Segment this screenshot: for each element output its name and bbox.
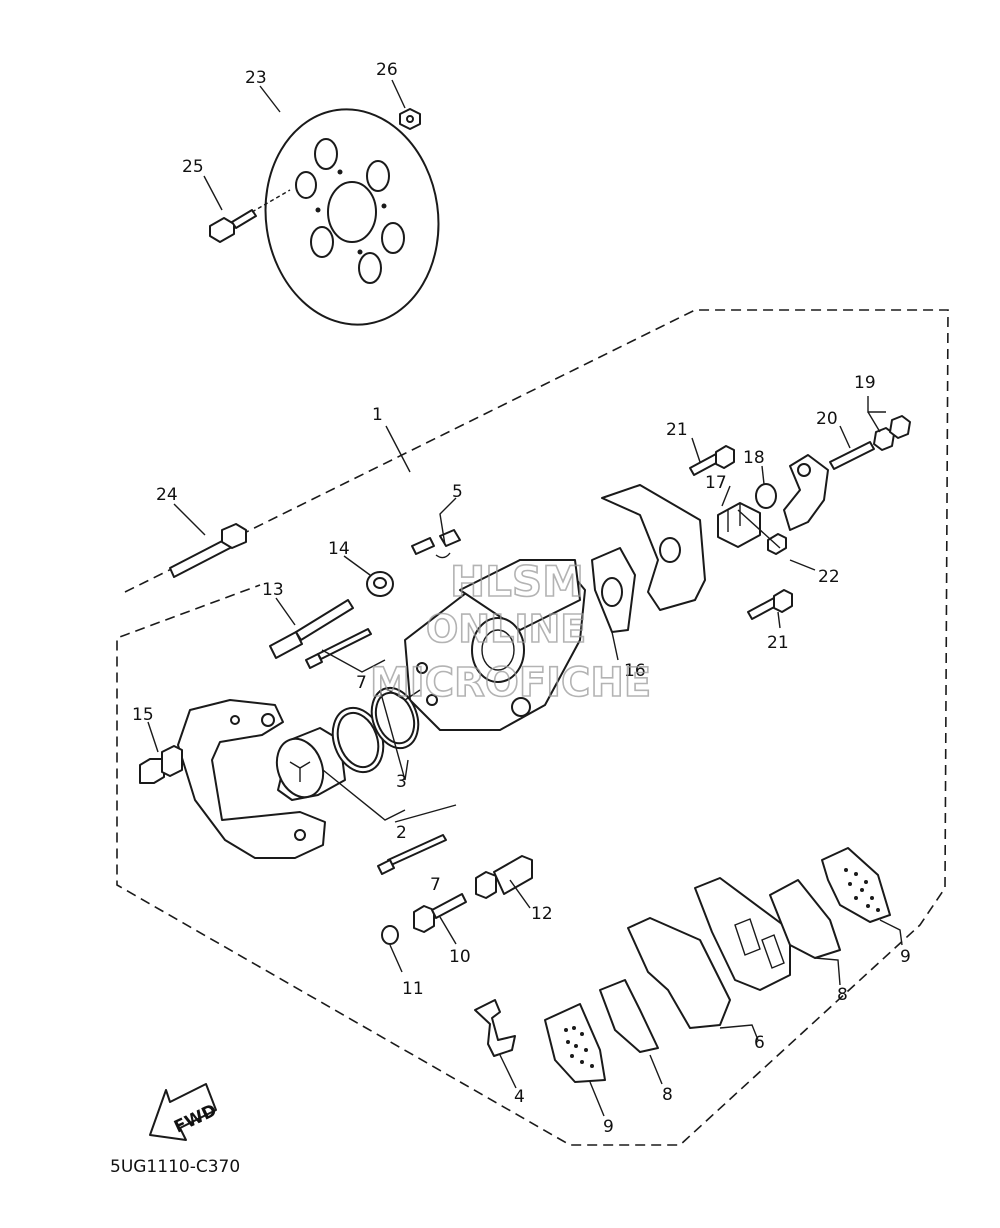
leader-lines — [147, 79, 903, 1117]
slide-pin — [269, 599, 354, 659]
pad-shim-left — [599, 979, 659, 1053]
disc-bolt — [209, 189, 291, 243]
assembly-outline — [116, 309, 949, 1146]
callout-3: 3 — [396, 772, 407, 792]
bushing — [366, 571, 394, 597]
bleed-screw — [411, 529, 461, 559]
pad-shim-right — [769, 879, 841, 959]
gasket — [591, 547, 636, 633]
caliper-bolt-long — [169, 523, 247, 578]
bracket-bolt — [139, 745, 183, 784]
callout-5: 5 — [452, 482, 463, 502]
brake-pad-inner — [627, 877, 791, 1029]
callout-26: 26 — [376, 60, 398, 80]
callout-1: 1 — [372, 405, 383, 425]
diagram-code: 5UG1110-C370 — [110, 1157, 240, 1177]
callout-21b: 21 — [767, 633, 789, 653]
pad-pins — [305, 628, 447, 875]
callout-17: 17 — [705, 473, 727, 493]
callout-25: 25 — [182, 157, 204, 177]
adjuster — [717, 502, 761, 548]
pad-spring — [474, 999, 516, 1057]
brake-pad-left — [544, 1003, 606, 1083]
callout-19: 19 — [854, 373, 876, 393]
callout-18: 18 — [743, 448, 765, 468]
callout-15: 15 — [132, 705, 154, 725]
callout-10: 10 — [449, 947, 471, 967]
callout-9a: 9 — [603, 1117, 614, 1137]
svg-text:MICROFICHE: MICROFICHE — [370, 660, 651, 706]
brake-disc — [264, 108, 440, 326]
svg-text:HLSM: HLSM — [450, 557, 584, 606]
o-ring — [755, 483, 777, 509]
callout-6: 6 — [754, 1033, 765, 1053]
callout-8a: 8 — [662, 1085, 673, 1105]
support-plate — [601, 484, 706, 611]
callout-14: 14 — [328, 539, 350, 559]
callout-4: 4 — [514, 1087, 525, 1107]
lower-hardware — [381, 855, 533, 945]
bracket-bolts — [689, 445, 793, 620]
callout-12: 12 — [531, 904, 553, 924]
callout-2: 2 — [396, 823, 407, 843]
callout-labels: 1 2 3 4 5 6 7 7 8 8 9 9 10 11 12 13 14 1… — [132, 60, 911, 1137]
callout-24: 24 — [156, 485, 178, 505]
callout-7a: 7 — [356, 673, 367, 693]
caliper-bracket — [177, 699, 326, 859]
watermark: HLSM ONLINE MICROFICHE — [369, 556, 652, 707]
caliper-piston — [275, 727, 346, 801]
callout-21a: 21 — [666, 420, 688, 440]
callout-23: 23 — [245, 68, 267, 88]
brake-pad-right — [821, 847, 891, 923]
forward-arrow-icon: FWD — [149, 1083, 220, 1141]
svg-text:ONLINE: ONLINE — [426, 607, 586, 651]
callout-22: 22 — [818, 567, 840, 587]
callout-20: 20 — [816, 409, 838, 429]
disc-nut — [399, 108, 421, 130]
caliper-body — [404, 559, 586, 731]
callout-7b: 7 — [430, 875, 441, 895]
callout-9b: 9 — [900, 947, 911, 967]
callout-13: 13 — [262, 580, 284, 600]
callout-8b: 8 — [837, 985, 848, 1005]
callout-11: 11 — [402, 979, 424, 999]
lever-bracket — [767, 415, 911, 555]
callout-16: 16 — [624, 661, 646, 681]
